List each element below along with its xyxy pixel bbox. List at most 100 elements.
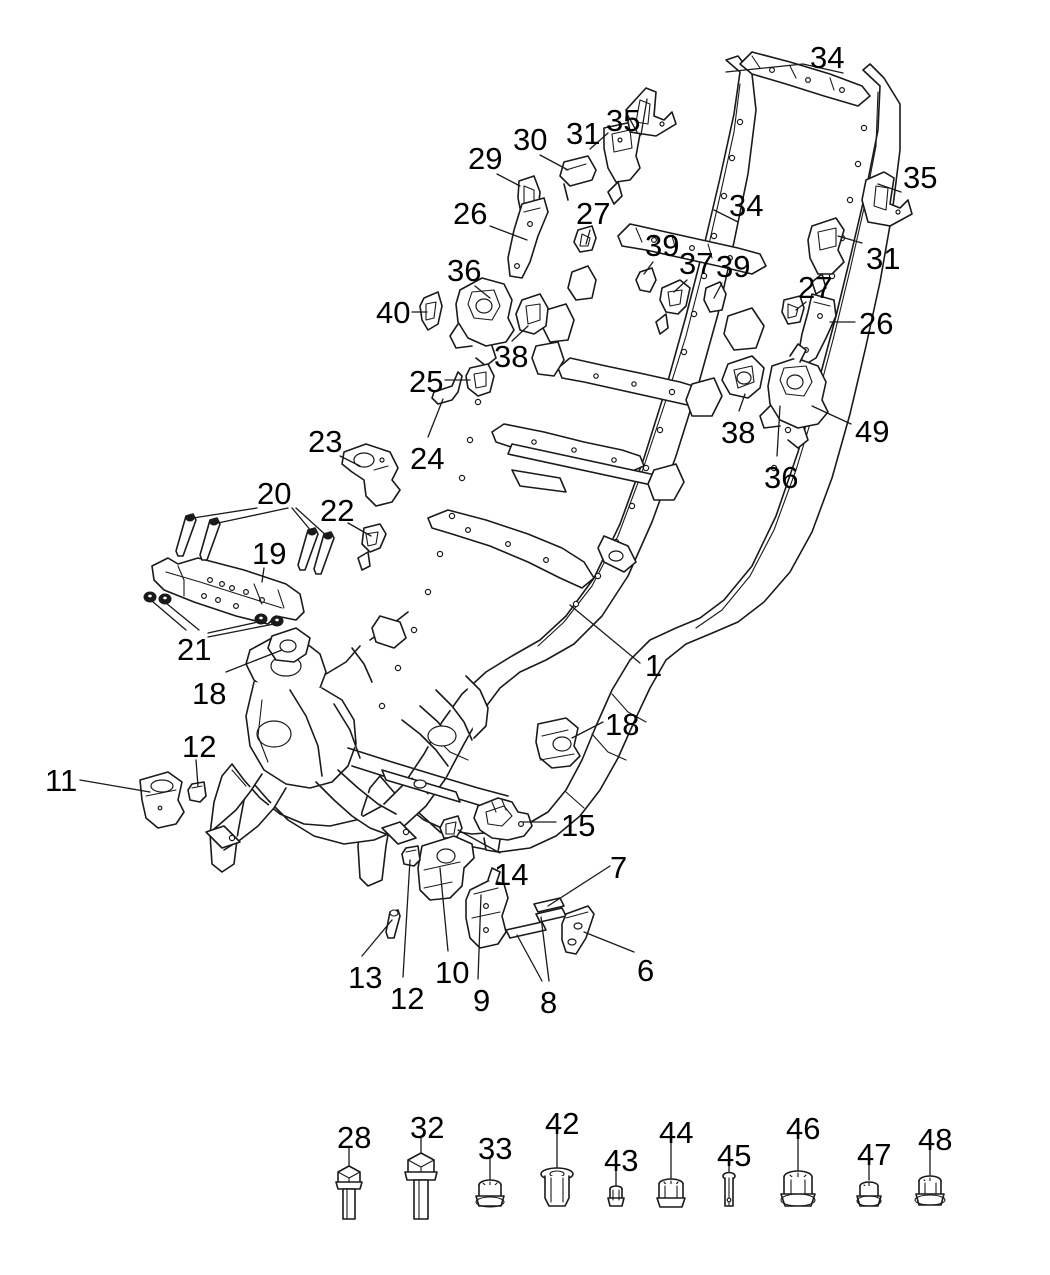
bracket-23 (341, 443, 401, 507)
callout-29: 29 (468, 141, 503, 176)
fastener-label-42: 42 (545, 1106, 580, 1141)
fastener-label-33: 33 (478, 1131, 513, 1166)
bracket-27-left (573, 225, 597, 253)
nut-21-a (143, 591, 157, 603)
front-frame-horns (205, 611, 513, 851)
fastener-label-47: 47 (857, 1137, 892, 1172)
callout-25: 25 (409, 364, 444, 399)
bracket-38-right (721, 355, 765, 399)
fastener-row (335, 1133, 946, 1220)
fastener-label-28: 28 (337, 1120, 372, 1155)
spacer-8 (505, 921, 547, 939)
callout-22: 22 (320, 493, 355, 528)
callout-15: 15 (561, 808, 596, 843)
callout-31-right: 31 (866, 241, 901, 276)
exploded-parts-mid-left (143, 443, 401, 663)
fastener-44 (656, 1142, 686, 1208)
fastener-label-43: 43 (604, 1143, 639, 1178)
callout-31-left: 31 (566, 116, 601, 151)
bracket-18-right (535, 717, 581, 769)
bracket-30 (559, 155, 597, 201)
callout-23: 23 (308, 424, 343, 459)
callout-34-rear: 34 (810, 40, 845, 75)
bracket-31-right (807, 217, 845, 295)
bracket-10 (417, 835, 475, 901)
callout-36-left: 36 (447, 253, 482, 288)
callout-18-upper: 18 (192, 676, 227, 711)
callout-13: 13 (348, 960, 383, 995)
callout-14: 14 (494, 857, 529, 892)
callout-38-left: 38 (494, 339, 529, 374)
bracket-38-left (515, 293, 549, 335)
callout-21: 21 (177, 632, 212, 667)
fastener-46 (780, 1138, 816, 1207)
exploded-parts-lower (139, 717, 595, 955)
fastener-47 (856, 1164, 882, 1207)
rail-mounted-brackets (371, 265, 765, 649)
callout-49: 49 (855, 414, 890, 449)
callout-34-mid: 34 (729, 188, 764, 223)
exploded-brackets-upper-left (419, 87, 677, 405)
callout-6: 6 (637, 953, 655, 988)
rear-crossmember-upper (739, 51, 871, 107)
exploded-brackets-upper-right (635, 171, 913, 449)
callout-7: 7 (610, 850, 628, 885)
main-frame-rail-assembly (205, 51, 901, 887)
rail-fastener-holes (378, 118, 868, 710)
callout-10: 10 (435, 955, 470, 990)
callout-39-b: 39 (716, 249, 751, 284)
fastener-43 (607, 1170, 625, 1207)
fastener-label-45: 45 (717, 1138, 752, 1173)
callout-18-lower: 18 (605, 707, 640, 742)
fastener-48 (914, 1149, 946, 1206)
callout-26-left: 26 (453, 196, 488, 231)
bracket-15 (473, 797, 533, 853)
callout-27-right: 27 (798, 270, 833, 305)
leader-lines (79, 63, 902, 982)
pin-13 (385, 909, 401, 939)
callout-35-right: 35 (903, 160, 938, 195)
callout-12-right: 12 (390, 981, 425, 1016)
bracket-37 (655, 279, 691, 335)
callout-39-a: 39 (645, 228, 680, 263)
bolt-20-a (175, 513, 197, 557)
callout-20: 20 (257, 476, 292, 511)
bracket-27-right (781, 295, 805, 325)
callout-30: 30 (513, 122, 548, 157)
callout-26-right: 26 (859, 306, 894, 341)
front-crossmember (427, 509, 595, 589)
callout-38-right: 38 (721, 415, 756, 450)
callout-19: 19 (252, 536, 287, 571)
bolt-20-c (297, 527, 319, 571)
fastener-42 (540, 1133, 574, 1207)
washer-12-left (187, 781, 207, 803)
fastener-label-48: 48 (918, 1122, 953, 1157)
bracket-35-right (861, 171, 913, 227)
callout-40: 40 (376, 295, 411, 330)
bracket-40 (419, 291, 443, 331)
tunnel-plate (511, 469, 567, 493)
callout-24: 24 (410, 441, 445, 476)
fastener-28 (335, 1147, 363, 1220)
bracket-26-left (507, 197, 549, 279)
fastener-label-32: 32 (410, 1110, 445, 1145)
bracket-18-left (267, 627, 311, 663)
callout-11: 11 (45, 763, 78, 798)
callout-8: 8 (540, 985, 558, 1020)
fastener-32 (404, 1137, 438, 1220)
callout-12-left: 12 (182, 729, 217, 764)
bracket-9 (465, 867, 509, 949)
callout-35-left: 35 (606, 103, 641, 138)
bracket-36-left (449, 277, 515, 367)
bracket-39-a (635, 267, 657, 293)
callout-1: 1 (645, 648, 663, 683)
bracket-22 (357, 523, 387, 571)
fastener-45 (722, 1165, 736, 1207)
bracket-11 (139, 771, 185, 829)
fastener-label-44: 44 (659, 1115, 694, 1150)
fastener-33 (475, 1158, 505, 1208)
bracket-24 (431, 371, 463, 405)
callout-37: 37 (679, 246, 714, 281)
callout-27-left: 27 (576, 196, 611, 231)
